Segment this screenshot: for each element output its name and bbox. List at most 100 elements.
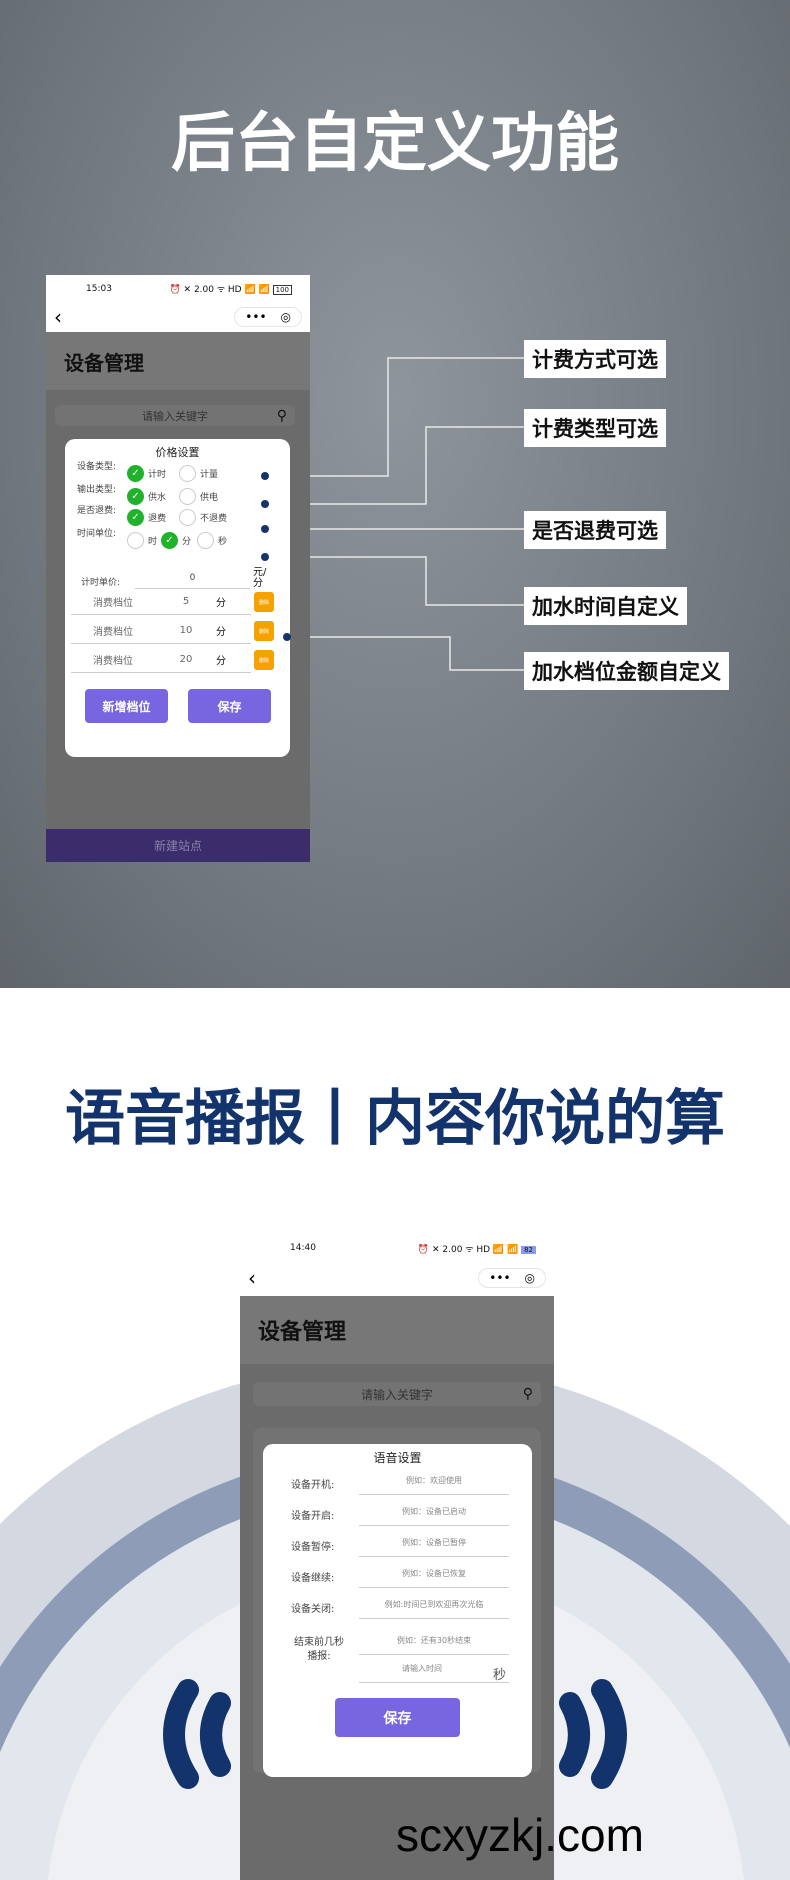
- voice-text-input[interactable]: 例如：设备已暂停: [359, 1533, 509, 1557]
- callout-lines: [270, 357, 524, 671]
- radio-option[interactable]: 供电: [179, 487, 219, 505]
- voice-label: 设备开启:: [291, 1511, 335, 1522]
- voice-settings-modal: 语音设置 设备开机:例如：欢迎使用设备开启: 例如：设备已启动设备暂停:例如：设备…: [263, 1444, 532, 1777]
- save-button[interactable]: 保存: [188, 689, 271, 723]
- option-row: 时间单位:时✓分秒: [77, 529, 287, 550]
- radio-option[interactable]: 计量: [179, 464, 218, 482]
- modal-title: 语音设置: [373, 1451, 422, 1465]
- tier-label: 消费档位: [93, 627, 133, 638]
- option-text: 供电: [200, 492, 219, 503]
- more-icon[interactable]: •••: [245, 310, 267, 324]
- radio-option[interactable]: 不退费: [179, 508, 227, 526]
- radio-empty-icon[interactable]: [179, 487, 196, 505]
- tier-unit: 分: [216, 627, 226, 638]
- modal-title: 价格设置: [155, 446, 200, 459]
- countdown-label: 结束前几秒播报:: [294, 1637, 344, 1662]
- check-icon[interactable]: ✓: [127, 464, 144, 482]
- phone-screen-voice-settings: 14:40 ⏰ ✕ 2.00 ᯤ HD 📶 📶 82 ‹ •••◎ 设备管理 请…: [240, 1236, 554, 1880]
- voice-row: 设备关闭: 例如:时间已到欢迎再次光临: [263, 1592, 532, 1622]
- radio-option[interactable]: ✓ 供水: [127, 487, 167, 505]
- add-tier-button[interactable]: 新增档位: [85, 689, 168, 723]
- voice-row: 设备继续: 例如：设备已恢复: [263, 1561, 532, 1591]
- callout-dot: [261, 500, 269, 508]
- option-text: 退费: [148, 513, 167, 524]
- radio-option[interactable]: ✓ 计时: [127, 464, 167, 482]
- radio-empty-icon[interactable]: [127, 531, 144, 549]
- search-icon[interactable]: ⚲: [522, 1386, 533, 1402]
- voice-text-input[interactable]: 例如：欢迎使用: [359, 1471, 509, 1495]
- search-placeholder: 请输入关键字: [360, 1387, 433, 1402]
- option-label: 输出类型:: [77, 485, 117, 495]
- new-station-button[interactable]: 新建站点: [46, 829, 310, 862]
- clock: 14:40: [290, 1243, 316, 1253]
- watermark: scxyzkj.com: [396, 1809, 644, 1861]
- check-icon[interactable]: ✓: [127, 508, 144, 526]
- clock: 15:03: [86, 283, 112, 294]
- option-label: 设备类型:: [77, 462, 117, 472]
- target-icon[interactable]: ◎: [280, 310, 291, 324]
- battery-icon: 82: [521, 1245, 536, 1254]
- price-settings-modal: 价格设置 设备类型:✓计时计量输出类型:✓供水供电是否退费:✓退费不退费时间单位…: [65, 439, 290, 757]
- voice-text-input[interactable]: 例如:时间已到欢迎再次光临: [359, 1595, 509, 1619]
- option-row: 是否退费:✓退费不退费: [77, 506, 287, 527]
- option-text: 分: [182, 536, 192, 547]
- tier-label: 消费档位: [93, 656, 133, 667]
- search-input[interactable]: 请输入关键字⚲: [55, 405, 295, 426]
- check-icon[interactable]: ✓: [161, 531, 178, 549]
- tier-label: 消费档位: [93, 598, 133, 609]
- radio-option[interactable]: 秒: [197, 531, 228, 549]
- radio-option[interactable]: ✓分: [161, 531, 192, 549]
- search-input[interactable]: 请输入关键字 ⚲: [253, 1382, 541, 1406]
- radio-option[interactable]: 时: [127, 531, 157, 549]
- tier-value-input[interactable]: 20: [179, 654, 193, 665]
- delete-tier-button[interactable]: 删除: [254, 621, 274, 641]
- option-text: 计时: [148, 469, 167, 480]
- check-icon[interactable]: ✓: [127, 487, 144, 505]
- speaker-waves-icon: [163, 1679, 627, 1789]
- callout-billing-method: 计费方式可选: [524, 340, 666, 378]
- option-text: 秒: [218, 536, 228, 547]
- status-bar: 14:40 ⏰ ✕ 2.00 ᯤ HD 📶 📶 82: [240, 1236, 554, 1260]
- seconds-unit: 秒: [493, 1668, 507, 1683]
- save-button[interactable]: 保存: [335, 1698, 460, 1737]
- back-icon[interactable]: ‹: [248, 1266, 256, 1290]
- callout-dot: [261, 553, 269, 561]
- voice-label: 设备继续:: [291, 1573, 335, 1584]
- option-text: 供水: [148, 492, 167, 503]
- status-icons: ⏰ ✕ 2.00 ᯤ HD 📶 📶: [169, 285, 270, 295]
- radio-option[interactable]: ✓ 退费: [127, 508, 167, 526]
- tier-value-input[interactable]: 5: [182, 596, 190, 607]
- voice-text-input[interactable]: 例如：设备已恢复: [359, 1564, 509, 1588]
- radio-empty-icon[interactable]: [179, 464, 196, 482]
- tier-unit: 分: [216, 656, 226, 667]
- section-title-voice: 语音播报丨内容你说的算: [65, 1084, 725, 1154]
- unit-price-label: 计时单价:: [81, 578, 121, 588]
- search-icon[interactable]: ⚲: [276, 407, 287, 424]
- callout-dot: [283, 633, 291, 641]
- battery-icon: 100: [272, 285, 292, 295]
- unit-price-input[interactable]: 0: [135, 573, 250, 589]
- unit-price-unit: 元/分: [253, 567, 267, 589]
- voice-row: 设备开机:例如：欢迎使用: [263, 1468, 532, 1498]
- target-icon[interactable]: ◎: [524, 1271, 535, 1285]
- countdown-text-input[interactable]: 例如：还有30秒结束: [359, 1631, 509, 1655]
- delete-tier-button[interactable]: 删除: [254, 650, 274, 670]
- delete-tier-button[interactable]: 删除: [254, 592, 274, 612]
- callout-tier-amount: 加水档位金额自定义: [524, 652, 729, 690]
- unit-price-row: 计时单价: 0 元/分: [81, 567, 281, 589]
- voice-label: 设备关闭:: [291, 1604, 335, 1615]
- status-bar: 15:03 ⏰ ✕ 2.00 ᯤ HD 📶 📶 100: [46, 275, 310, 302]
- voice-text-input[interactable]: 例如：设备已启动: [359, 1502, 509, 1526]
- tier-value-input[interactable]: 10: [179, 625, 193, 636]
- radio-empty-icon[interactable]: [197, 531, 214, 549]
- voice-row: 设备暂停:例如：设备已暂停: [263, 1530, 532, 1560]
- more-icon[interactable]: •••: [489, 1271, 511, 1285]
- radio-empty-icon[interactable]: [179, 508, 196, 526]
- tier-row: 消费档位 5 分: [71, 589, 251, 615]
- tier-unit: 分: [216, 598, 226, 609]
- option-label: 时间单位:: [77, 529, 117, 539]
- countdown-time-input[interactable]: 请输入时间: [359, 1659, 509, 1683]
- callout-refund: 是否退费可选: [524, 511, 666, 549]
- callout-dot: [261, 472, 269, 480]
- back-icon[interactable]: ‹: [54, 305, 62, 329]
